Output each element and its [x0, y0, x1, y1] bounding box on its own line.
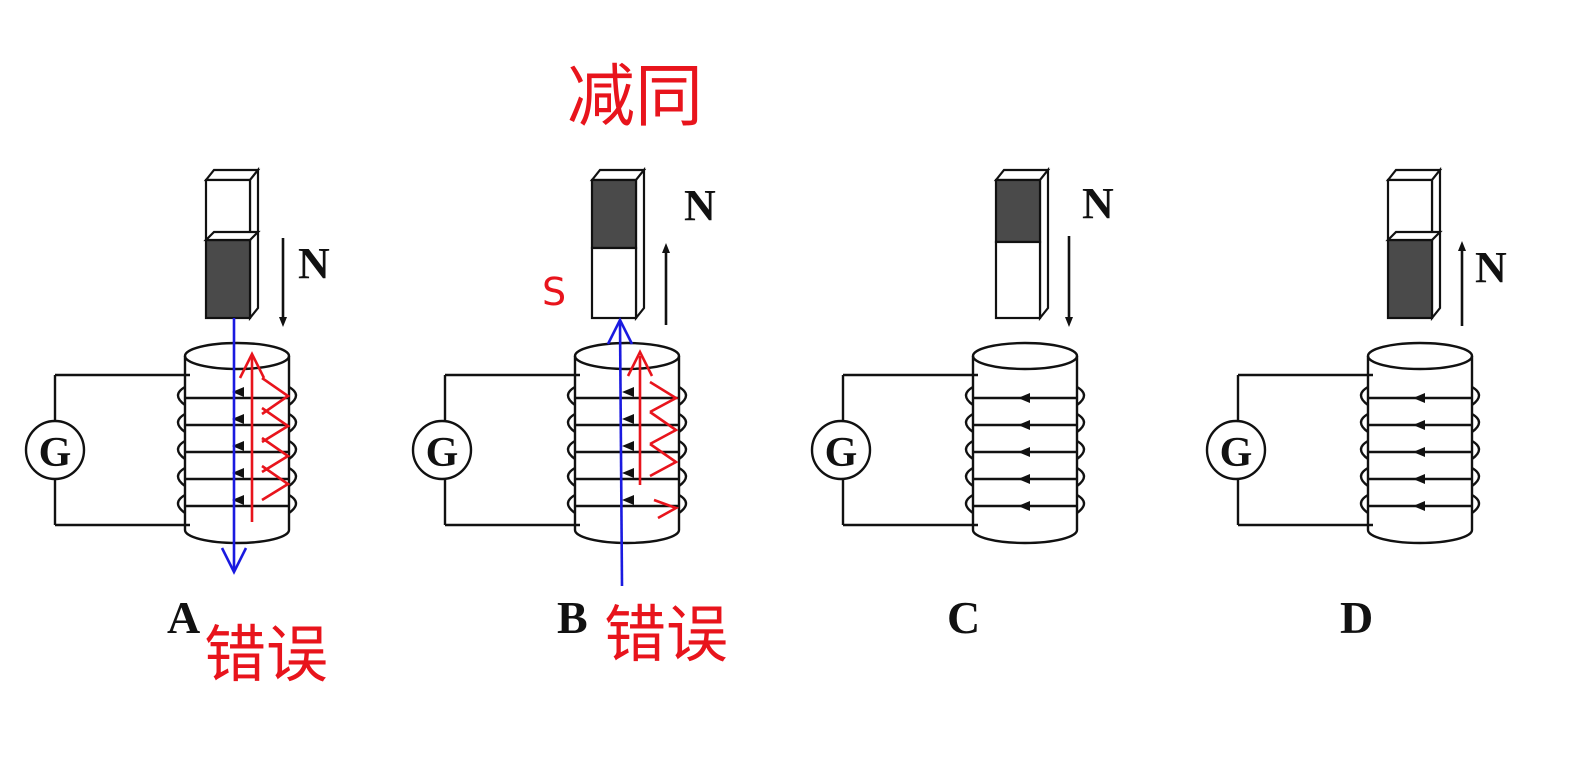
- galvanometer-icon: [1205, 419, 1267, 481]
- red-induced-field-annotation: [626, 349, 680, 520]
- panel-c: G N C: [810, 166, 1114, 643]
- coil-icon: [964, 341, 1086, 545]
- galvanometer-label: G: [39, 430, 72, 476]
- panel-d: G N D: [1205, 166, 1507, 643]
- coil-icon: [1359, 341, 1481, 545]
- coil-icon: [566, 341, 688, 545]
- circuit-wire: [53, 373, 190, 527]
- galvanometer-icon: [24, 419, 86, 481]
- pole-label: N: [1475, 243, 1507, 292]
- coil-icon: [176, 341, 298, 545]
- galvanometer-label: G: [1220, 430, 1253, 476]
- option-letter: B: [557, 592, 588, 643]
- panel-a: G N: [24, 166, 330, 691]
- galvanometer-label: G: [426, 430, 459, 476]
- option-letter: C: [947, 592, 980, 643]
- coil-current-arrows: [622, 387, 634, 505]
- red-induced-field-annotation: [238, 351, 291, 522]
- bar-magnet: [203, 166, 261, 322]
- option-letter: A: [167, 592, 200, 643]
- blue-field-line-annotation: [220, 318, 248, 575]
- pole-label: N: [1082, 179, 1114, 228]
- bar-magnet: [1385, 166, 1443, 322]
- coil-current-arrows: [1018, 393, 1030, 511]
- bar-magnet: [589, 166, 647, 322]
- circuit-wire: [443, 373, 580, 527]
- galvanometer-label: G: [825, 430, 858, 476]
- handwritten-wrong: 错误: [204, 618, 328, 691]
- coil-current-arrows: [1413, 393, 1425, 511]
- circuit-wire: [841, 373, 978, 527]
- bar-magnet: [993, 166, 1051, 322]
- pole-label: N: [298, 239, 330, 288]
- pole-label: N: [684, 181, 716, 230]
- panel-b: G N 减同 S: [411, 58, 728, 671]
- galvanometer-icon: [810, 419, 872, 481]
- handwritten-wrong: 错误: [604, 598, 728, 671]
- handwritten-top-note: 减同: [567, 58, 703, 137]
- circuit-wire: [1236, 373, 1373, 527]
- galvanometer-icon: [411, 419, 473, 481]
- blue-field-line-annotation: [606, 317, 634, 587]
- coil-current-arrows: [232, 387, 244, 505]
- option-letter: D: [1340, 592, 1373, 643]
- handwritten-pole-s: S: [542, 270, 566, 314]
